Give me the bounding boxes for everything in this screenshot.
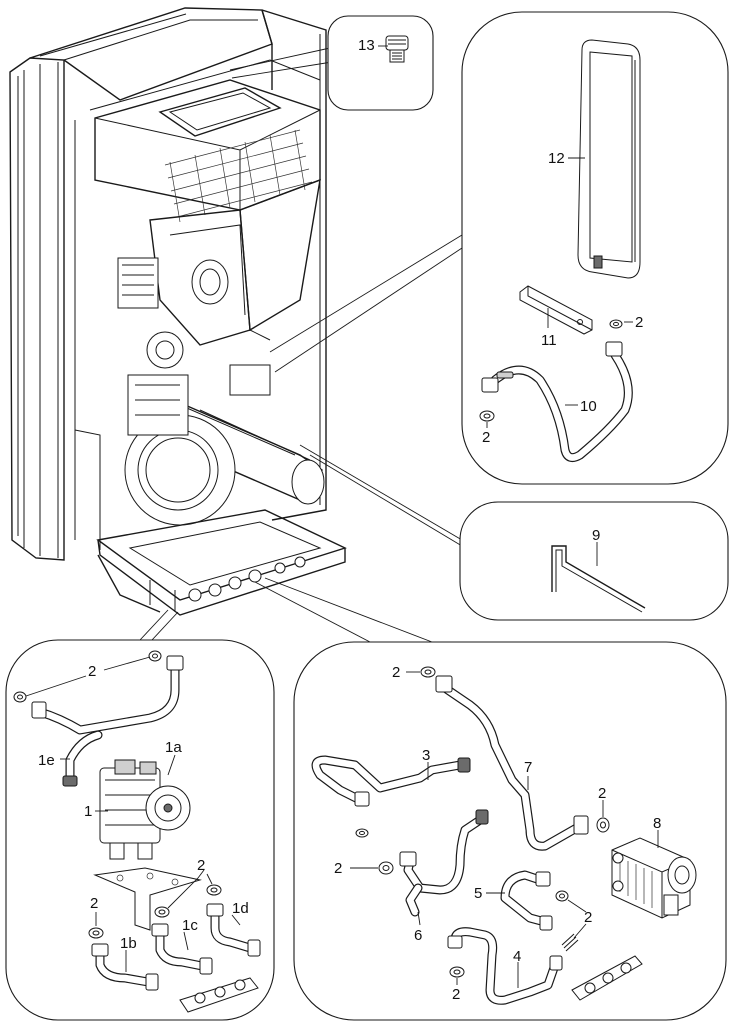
part-2-washer-left: [88, 927, 104, 939]
callout-12: 12: [548, 150, 565, 167]
part-4-pipe: [447, 927, 563, 1005]
callout-2-pipes-right-top: 2: [598, 785, 606, 802]
part-2-washer-top-right: [148, 650, 162, 662]
part-2-washer-upper: [609, 319, 623, 329]
callout-10: 10: [580, 398, 597, 415]
callout-9: 9: [592, 527, 600, 544]
fitting-plate-hydraulic: [179, 977, 259, 1013]
callout-2-pipes-bottom: 2: [452, 986, 460, 1003]
callout-2-vessel-upper: 2: [635, 314, 643, 331]
fitting-plate-pipes: [571, 955, 643, 1001]
callout-2-hydraulic-top: 2: [88, 663, 96, 680]
callout-2-pipes-right-mid: 2: [584, 909, 592, 926]
mounting-plate: [93, 867, 202, 931]
part-1b-pipe: [91, 943, 159, 991]
boiler-main-assembly: [9, 7, 347, 616]
part-2-washer-bottom: [449, 966, 465, 978]
part-1-hydraulic-block: [99, 759, 161, 860]
inset-part-13: 13: [327, 15, 434, 111]
part-1d-pipe: [206, 903, 261, 957]
callout-2-pipes-top: 2: [392, 664, 400, 681]
part-6-pipe: [399, 809, 489, 917]
callout-4: 4: [513, 948, 521, 965]
part-2-washer-right-top: [596, 817, 610, 833]
part-2-washer-plate-b: [206, 884, 222, 896]
part-1c-pipe: [151, 923, 213, 975]
part-9-rod: [551, 545, 646, 613]
part-3-pipe: [311, 755, 471, 807]
callout-1: 1: [84, 803, 92, 820]
part-7-pipe: [435, 675, 589, 851]
inset-expansion-vessel: 12 11 2 10 2: [461, 11, 729, 485]
part-2-washer-right-mid: [555, 890, 569, 902]
part-1a-pump: [145, 785, 191, 831]
callout-1a: 1a: [165, 739, 182, 756]
part-11-bracket: [519, 285, 593, 335]
part-2-washer-lower: [479, 410, 495, 422]
callout-13: 13: [358, 37, 375, 54]
connector-lines: [139, 47, 463, 643]
callout-1c: 1c: [182, 917, 198, 934]
callout-5: 5: [474, 885, 482, 902]
callout-1d: 1d: [232, 900, 249, 917]
part-2-washer-top-left: [13, 691, 27, 703]
callout-7: 7: [524, 759, 532, 776]
part-2-washer-plate-a: [154, 906, 170, 918]
part-13-valve: [385, 35, 409, 63]
part-10-flexible-hose: [481, 341, 633, 463]
inset-pipes-heat-exchanger: 2 7 2 3: [293, 641, 727, 1021]
callout-2-pipes-left-mid: 2: [334, 860, 342, 877]
callout-1b: 1b: [120, 935, 137, 952]
callout-1e: 1e: [38, 752, 55, 769]
part-2-washer-small: [355, 828, 369, 838]
callout-8: 8: [653, 815, 661, 832]
part-5-pipe: [500, 870, 553, 931]
inset-hydraulic-block: 2 1e 1a 1: [5, 639, 275, 1021]
callout-2-hydraulic-left: 2: [90, 895, 98, 912]
part-2-washer-spring: [561, 933, 579, 952]
callout-6: 6: [414, 927, 422, 944]
part-12-expansion-vessel: [577, 39, 641, 279]
part-8-plate-heat-exchanger: [611, 837, 697, 919]
part-2-washer-top: [420, 666, 436, 678]
part-1e-pipe: [31, 655, 184, 787]
callout-11: 11: [541, 332, 557, 349]
callout-2-vessel-lower: 2: [482, 429, 490, 446]
inset-part-9: 9: [459, 501, 729, 621]
callout-3: 3: [422, 747, 430, 764]
part-2-washer-left-mid: [378, 861, 394, 875]
callout-2-hydraulic-mid: 2: [197, 857, 205, 874]
